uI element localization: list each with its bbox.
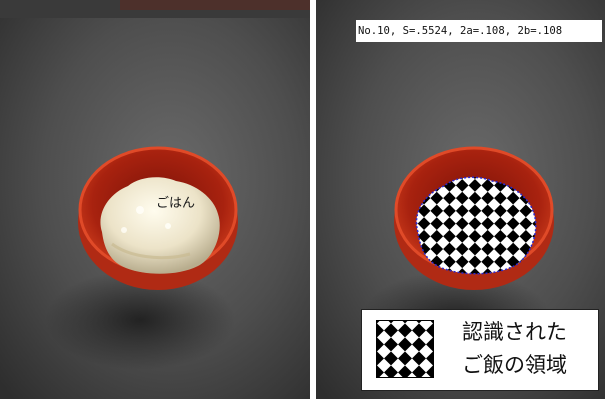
checkerboard-icon xyxy=(376,320,434,378)
recognized-region xyxy=(416,177,536,274)
region-boundary xyxy=(415,176,537,275)
legend-text: 認識された ご飯の領域 xyxy=(462,316,594,382)
original-photo xyxy=(0,0,310,399)
legend-line-1: 認識された xyxy=(462,320,567,344)
legend-box: 認識された ご飯の領域 xyxy=(361,309,599,391)
measurement-readout: No.10, S=.5524, 2a=.108, 2b=.108 xyxy=(356,20,602,42)
panel-divider xyxy=(310,0,316,399)
legend-line-2: ご飯の領域 xyxy=(462,353,567,377)
legend-swatch-pattern xyxy=(377,321,433,377)
food-label: ごはん xyxy=(156,196,196,211)
original-photo-panel: ごはん xyxy=(0,0,310,399)
